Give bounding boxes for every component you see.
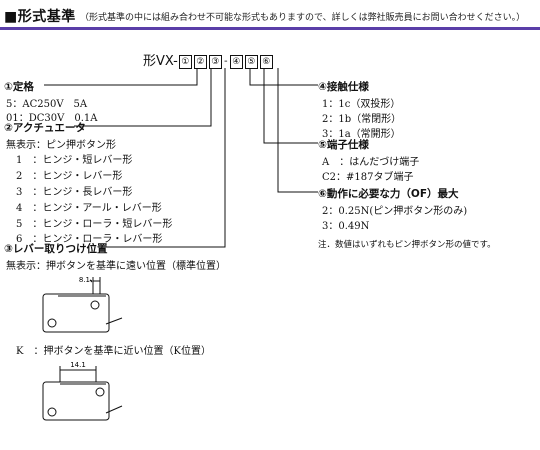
- code-box-1: ①: [178, 54, 192, 69]
- actuator-heading: ②アクチュエータ: [4, 122, 86, 134]
- rating-item-1: 5：AC250V 5A: [6, 99, 88, 110]
- force-item-3: 3：0.49N: [322, 221, 370, 232]
- code-box-6: ⑥: [259, 54, 273, 69]
- switch-diagram-standard: 8.1: [42, 276, 123, 333]
- terminal-heading: ⑤端子仕様: [318, 139, 369, 151]
- actuator-item-1: 1 ：ヒンジ・短レバー形: [16, 155, 133, 166]
- force-footnote: 注．数値はいずれもピン押ボタン形の値です。: [318, 240, 496, 250]
- contact-item-2: 2：1b（常閉形）: [322, 114, 402, 125]
- rating-heading: ①定格: [4, 81, 34, 93]
- actuator-item-0: 無表示：ピン押ボタン形: [6, 140, 116, 151]
- actuator-item-2: 2 ：ヒンジ・レバー形: [16, 171, 123, 182]
- actuator-item-5: 5 ：ヒンジ・ローラ・短レバー形: [16, 219, 173, 230]
- force-item-2: 2：0.25N(ピン押ボタン形のみ): [322, 206, 468, 217]
- actuator-item-4: 4 ：ヒンジ・アール・レバー形: [16, 203, 162, 214]
- code-box-5: ⑤: [244, 54, 258, 69]
- dim-label-standard: 8.1: [79, 276, 90, 284]
- dim-label-k: 14.1: [70, 361, 86, 369]
- contact-item-1: 1：1c（双投形）: [322, 99, 401, 110]
- title-rule: [0, 27, 540, 30]
- switch-diagram-k: 14.1: [42, 361, 123, 421]
- lever-item-standard: 無表示：押ボタンを基準に遠い位置（標準位置）: [6, 261, 226, 272]
- contact-item-3: 3：1a（常開形）: [322, 129, 401, 140]
- actuator-item-3: 3 ：ヒンジ・長レバー形: [16, 187, 133, 198]
- actuator-item-6: 6 ：ヒンジ・ローラ・レバー形: [16, 234, 163, 245]
- code-dash: -: [224, 56, 228, 67]
- force-heading: ⑥動作に必要な力（OF）最大: [318, 188, 459, 200]
- lever-heading: ③レバー取りつけ位置: [4, 243, 108, 255]
- lever-item-k: K ：押ボタンを基準に近い位置（K位置）: [16, 346, 211, 357]
- code-box-4: ④: [229, 54, 243, 69]
- terminal-item-c2: C2：#187タブ端子: [322, 172, 414, 183]
- rating-item-2: 01：DC30V 0.1A: [6, 113, 98, 124]
- code-prefix: 形VX-: [143, 54, 178, 69]
- contact-heading: ④接触仕様: [318, 81, 369, 93]
- page-title: ■形式基準: [4, 9, 76, 25]
- code-box-3: ③: [208, 54, 222, 69]
- code-box-2: ②: [193, 54, 207, 69]
- terminal-item-a: A ：はんだづけ端子: [322, 157, 420, 168]
- header-note: （形式基準の中には組み合わせ不可能な形式もありますので、詳しくは弊社販売員にお問…: [80, 13, 526, 23]
